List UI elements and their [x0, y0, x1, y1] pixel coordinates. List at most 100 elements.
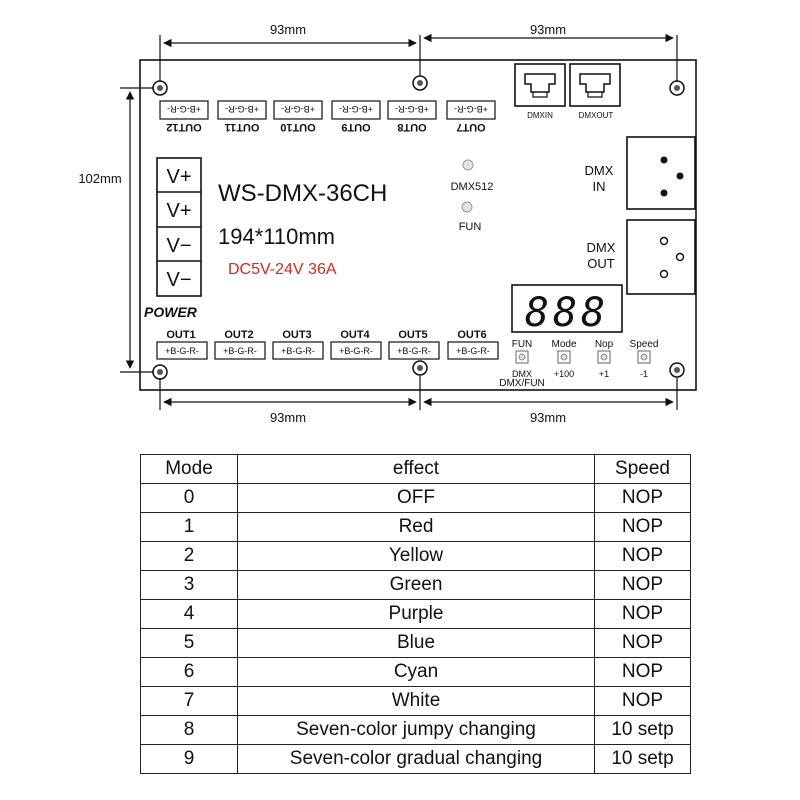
- speed-cell: NOP: [594, 541, 691, 571]
- speed-cell: 10 setp: [594, 715, 691, 745]
- effect-cell: Blue: [237, 628, 595, 658]
- button-label: FUN: [512, 339, 533, 350]
- output-label: OUT10: [280, 121, 315, 133]
- effect-cell: OFF: [237, 483, 595, 513]
- button-sublabel: +100: [554, 369, 574, 379]
- terminal-out12[interactable]: +B-G-R-OUT12: [159, 100, 209, 133]
- button-sublabel: +1: [599, 369, 609, 379]
- rj45-dmxout-port[interactable]: [569, 63, 621, 107]
- effect-cell: Cyan: [237, 657, 595, 687]
- mounting-hole: [669, 80, 685, 96]
- speed-cell: NOP: [594, 628, 691, 658]
- speed-button[interactable]: Speed -1: [630, 339, 659, 379]
- rj45-dmxin-port[interactable]: [514, 63, 566, 107]
- terminal-pins-label: +B-G-R-: [225, 104, 259, 114]
- mode-cell: 6: [140, 657, 238, 687]
- terminal-pins-label: +B-G-R-: [165, 346, 199, 356]
- table-header-row: Mode effect Speed: [140, 454, 691, 484]
- dmx-in-label-line2: IN: [593, 179, 606, 194]
- terminal-out7[interactable]: +B-G-R- OUT7: [446, 100, 496, 133]
- output-label: OUT7: [456, 121, 485, 133]
- button-label: Speed: [630, 339, 659, 350]
- terminal-out11[interactable]: +B-G-R- OUT11: [217, 100, 267, 133]
- power-terminal-v-minus: V−: [166, 269, 191, 291]
- mode-cell: 2: [140, 541, 238, 571]
- effect-cell: White: [237, 686, 595, 716]
- output-label: OUT11: [225, 121, 260, 133]
- dimension-height: 102mm: [78, 171, 121, 186]
- top-output-terminals: +B-G-R-OUT12+B-G-R-OUT11+B-G-R-OUT10+B-G…: [159, 100, 496, 133]
- terminal-out4[interactable]: OUT4+B-G-R-: [330, 329, 382, 360]
- mode-button[interactable]: Mode+100: [551, 339, 576, 379]
- xlr-dmx-out-connector[interactable]: [626, 219, 696, 295]
- mode-cell: 8: [140, 715, 238, 745]
- mounting-hole: [152, 364, 168, 380]
- bottom-output-terminals: OUT1 +B-G-R- OUT2+B-G-R-OUT3+B-G-R-OUT4+B-…: [156, 329, 499, 360]
- effect-cell: Yellow: [237, 541, 595, 571]
- output-label: OUT1: [166, 329, 195, 341]
- dmx512-indicator-label: DMX512: [451, 181, 494, 193]
- terminal-out1[interactable]: OUT1 +B-G-R-: [156, 329, 208, 360]
- terminal-pins-label: +B-G-R-: [281, 104, 315, 114]
- dimension-top-right: 93mm: [530, 22, 566, 37]
- speed-cell: NOP: [594, 657, 691, 687]
- header-mode: Mode: [140, 454, 238, 484]
- output-label: OUT8: [397, 121, 426, 133]
- output-label: OUT9: [341, 121, 370, 133]
- power-terminal-v-plus: V+: [166, 200, 191, 222]
- output-label: OUT6: [457, 329, 486, 341]
- output-label: OUT2: [224, 329, 253, 341]
- mounting-hole: [412, 75, 428, 91]
- mounting-hole: [669, 362, 685, 378]
- terminal-out9[interactable]: +B-G-R- OUT9: [331, 100, 381, 133]
- terminal-out5[interactable]: OUT5+B-G-R-: [388, 329, 440, 360]
- speed-cell: 10 setp: [594, 744, 691, 774]
- fun-button[interactable]: FUN DMX: [512, 339, 533, 379]
- dmx512-indicator-led: [462, 159, 474, 171]
- header-effect: effect: [237, 454, 595, 484]
- terminal-out3[interactable]: OUT3+B-G-R-: [272, 329, 324, 360]
- controller-diagram: 93mm 93mm 93mm 93mm 102mm +B-G-R-OUT12+B…: [78, 22, 697, 425]
- mode-cell: 9: [140, 744, 238, 774]
- terminal-out8[interactable]: +B-G-R- OUT8: [387, 100, 437, 133]
- nop-button[interactable]: Nop +1: [595, 339, 614, 379]
- speed-cell: NOP: [594, 483, 691, 513]
- mounting-hole: [152, 80, 168, 96]
- button-sublabel: DMX: [512, 369, 532, 379]
- terminal-out2[interactable]: OUT2+B-G-R-: [214, 329, 266, 360]
- terminal-out6[interactable]: OUT6+B-G-R-: [447, 329, 499, 360]
- dmx-out-label-line1: DMX: [587, 240, 616, 255]
- header-speed: Speed: [594, 454, 691, 484]
- fun-indicator-label: FUN: [459, 221, 482, 233]
- terminal-pins-label: +B-G-R-: [395, 104, 429, 114]
- button-label: Nop: [595, 339, 614, 350]
- output-label: OUT3: [282, 329, 311, 341]
- terminal-out10[interactable]: +B-G-R- OUT10: [273, 100, 323, 133]
- xlr-dmx-in-connector[interactable]: [626, 136, 696, 210]
- dimension-bottom-right: 93mm: [530, 410, 566, 425]
- mode-cell: 7: [140, 686, 238, 716]
- speed-cell: NOP: [594, 686, 691, 716]
- dmx-in-label-line1: DMX: [585, 163, 614, 178]
- power-terminal-block: [156, 157, 202, 297]
- mode-cell: 3: [140, 570, 238, 600]
- board-size: 194*110mm: [218, 224, 335, 249]
- button-sublabel: -1: [640, 369, 648, 379]
- power-terminal-v-plus: V+: [166, 166, 191, 188]
- mounting-hole: [412, 360, 428, 376]
- effect-cell: Seven-color gradual changing: [237, 744, 595, 774]
- effect-cell: Purple: [237, 599, 595, 629]
- terminal-pins-label: +B-G-R-: [339, 104, 373, 114]
- seven-segment-digits: 888: [525, 290, 609, 336]
- terminal-pins-label: +B-G-R-: [454, 104, 488, 114]
- output-label: OUT12: [166, 121, 201, 133]
- power-terminal-v-minus: V−: [166, 235, 191, 257]
